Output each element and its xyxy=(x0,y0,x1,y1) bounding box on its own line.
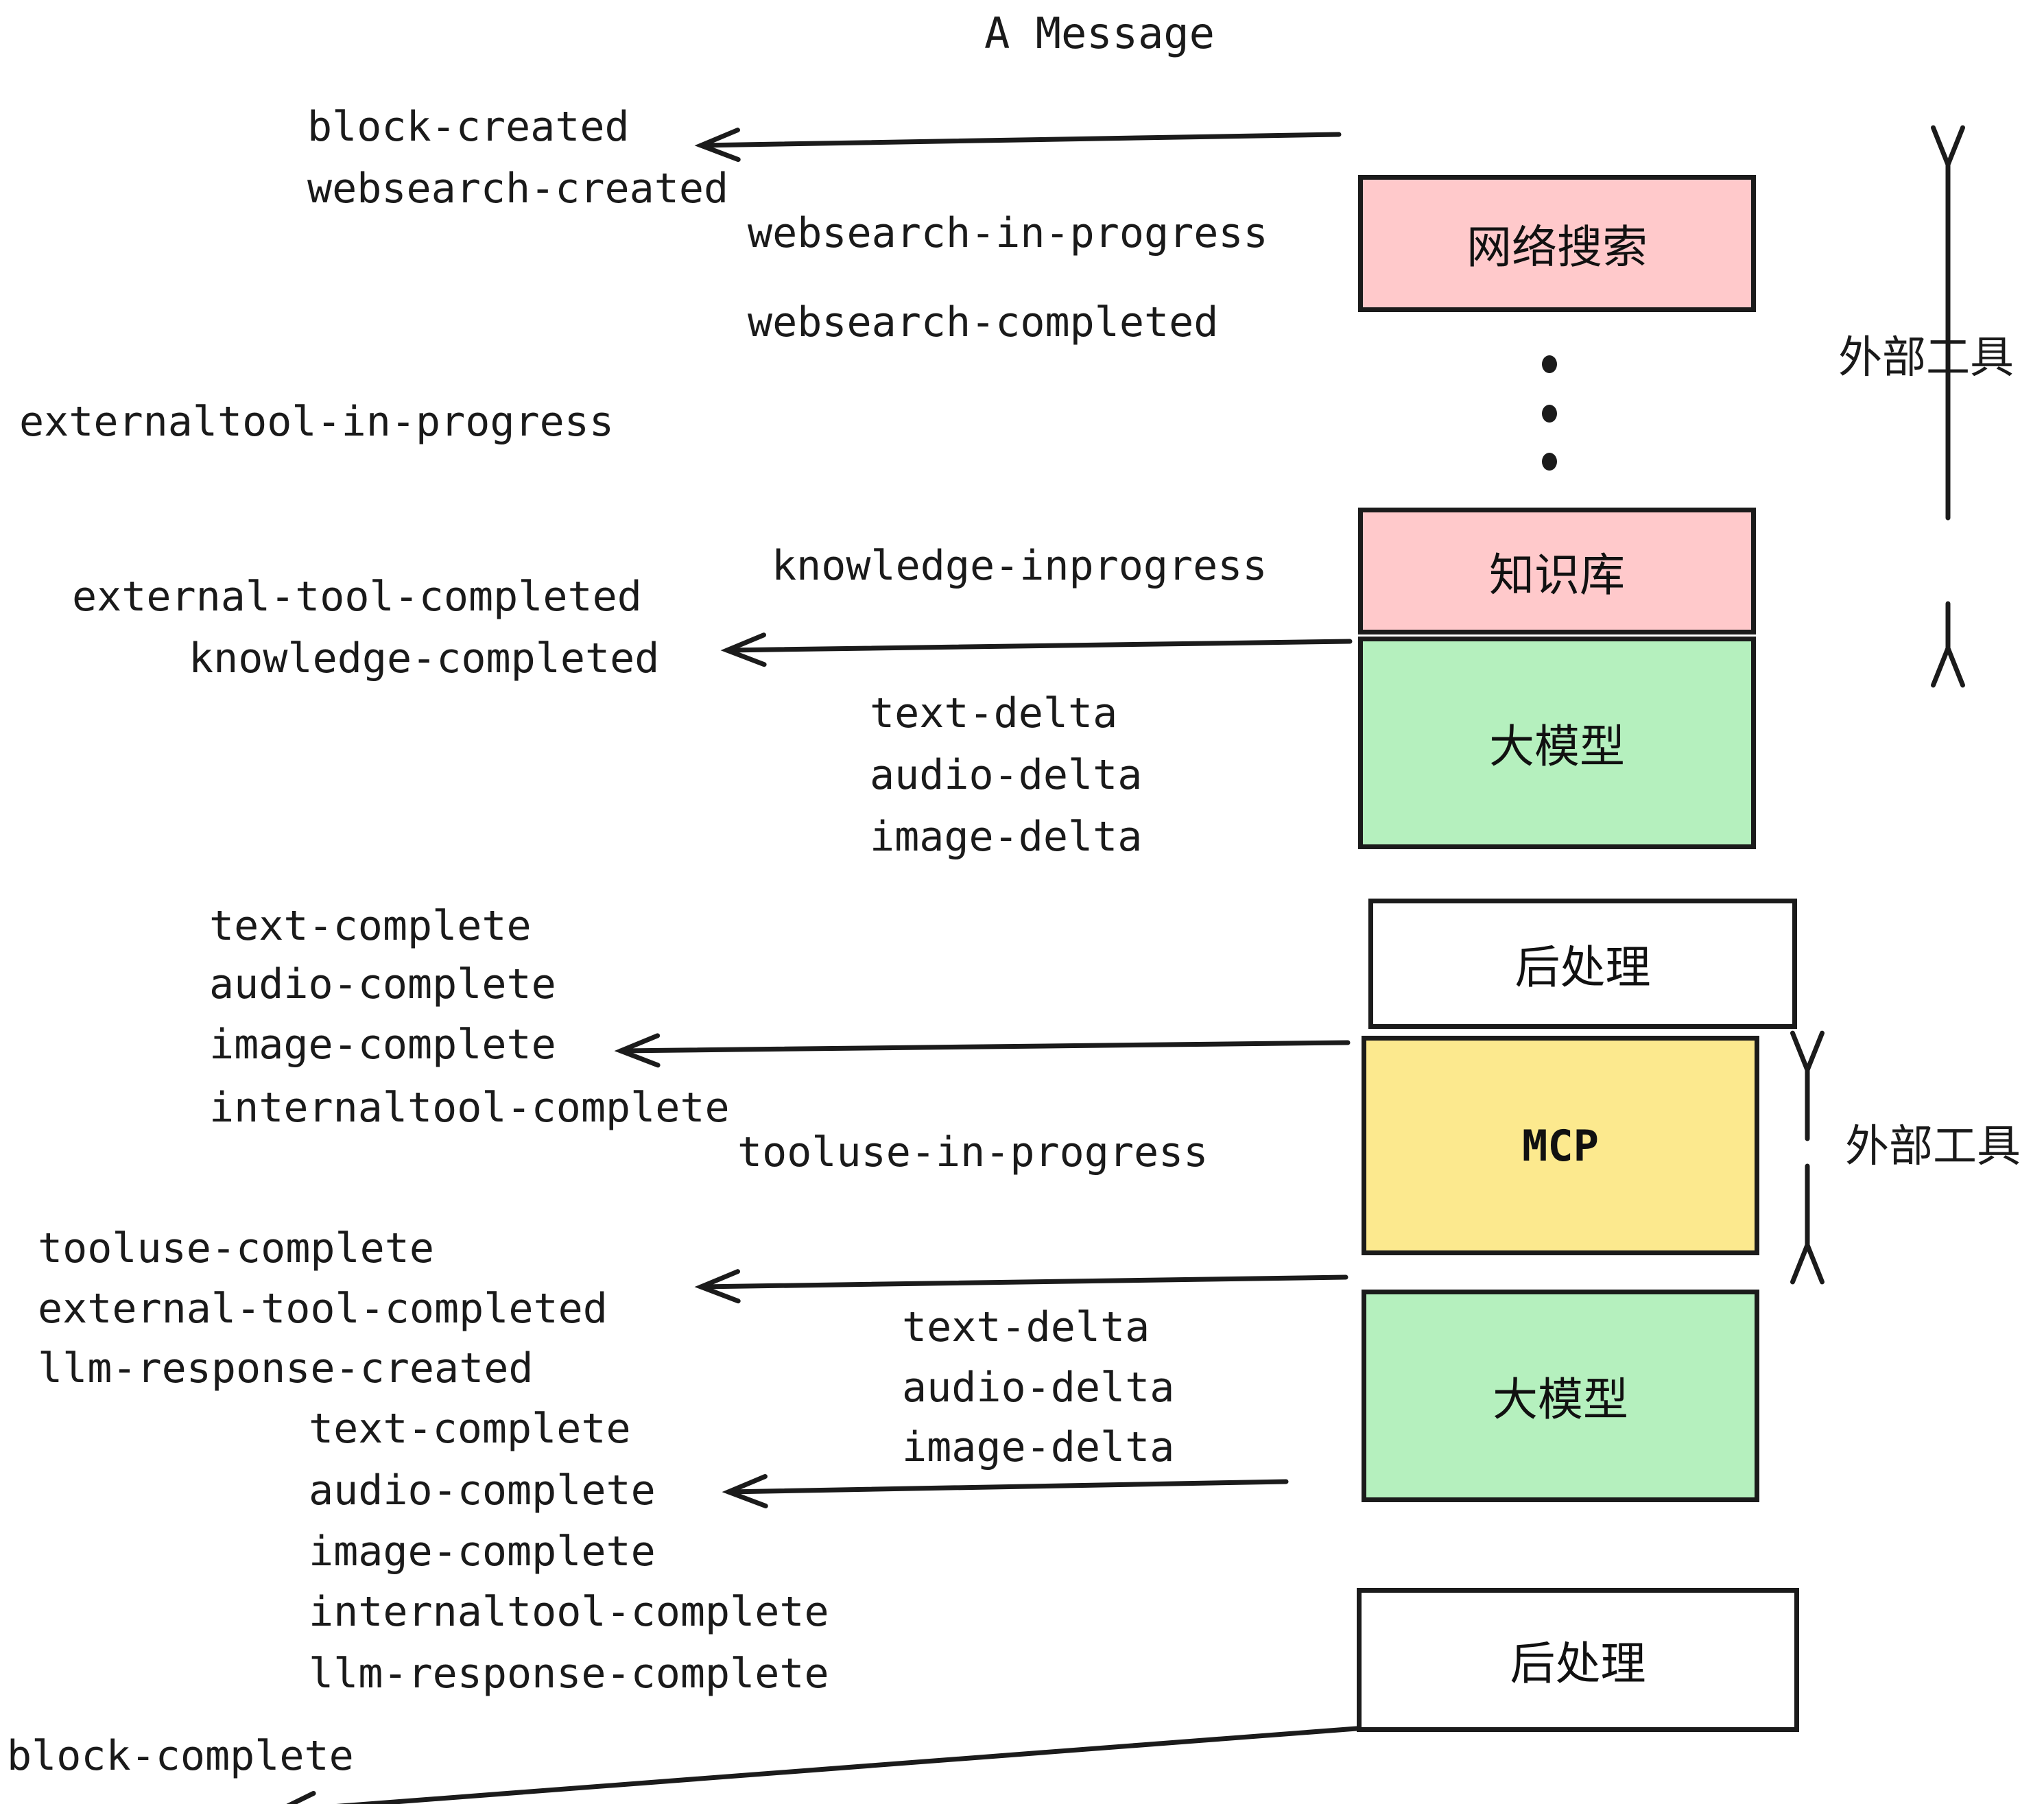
event-label-llm-response-created: llm-response-created xyxy=(38,1344,534,1392)
event-label-websearch-created: websearch-created xyxy=(307,165,729,213)
arrow-tooluse-complete-head xyxy=(694,1269,741,1304)
arrow-knowledge-completed-line xyxy=(724,639,1353,653)
arrow-block-complete-line xyxy=(336,1726,1359,1804)
ellipsis-dot-3 xyxy=(1542,453,1557,471)
event-label-image-delta-lower: image-delta xyxy=(902,1423,1175,1471)
event-label-external-tool-completed-1: external-tool-completed xyxy=(72,573,642,621)
event-label-externaltool-in-progress: externaltool-in-progress xyxy=(19,398,614,446)
arrow-block-complete-head xyxy=(286,1790,316,1804)
arrow-image-complete-head xyxy=(614,1033,661,1068)
ellipsis-dot-2 xyxy=(1542,405,1557,423)
box-llm-lower: 大模型 xyxy=(1362,1290,1759,1502)
arrow-image-complete-line xyxy=(618,1040,1351,1054)
box-label-mcp: MCP xyxy=(1522,1120,1599,1171)
box-mcp: MCP xyxy=(1362,1036,1759,1255)
event-label-image-complete-upper: image-complete xyxy=(209,1021,556,1069)
annotation-external-tools-lower: 外部工具 xyxy=(1845,1121,2021,1172)
box-label-llm-upper: 大模型 xyxy=(1489,720,1625,773)
arrow-audio-complete-line xyxy=(726,1479,1289,1495)
scope-down-upper-head xyxy=(1930,641,1966,688)
event-label-llm-response-complete: llm-response-complete xyxy=(309,1650,829,1698)
arrow-knowledge-completed-head xyxy=(720,632,767,667)
event-label-knowledge-completed: knowledge-completed xyxy=(189,634,660,683)
scope-up-upper-head xyxy=(1930,125,1966,171)
event-label-audio-complete-upper: audio-complete xyxy=(209,960,556,1008)
box-postprocess-upper: 后处理 xyxy=(1368,899,1797,1029)
event-label-audio-delta-lower: audio-delta xyxy=(902,1364,1175,1412)
box-llm-upper: 大模型 xyxy=(1358,637,1756,849)
box-postprocess-lower: 后处理 xyxy=(1357,1588,1799,1732)
event-label-block-created: block-created xyxy=(307,103,630,151)
event-label-block-complete: block-complete xyxy=(7,1732,354,1780)
event-label-text-delta-lower: text-delta xyxy=(902,1303,1150,1351)
event-label-audio-complete-lower: audio-complete xyxy=(309,1467,656,1515)
scope-down-lower-head xyxy=(1790,1238,1825,1285)
event-label-image-delta-upper: image-delta xyxy=(870,813,1143,861)
box-knowledge: 知识库 xyxy=(1358,508,1756,634)
box-websearch: 网络搜索 xyxy=(1358,175,1756,312)
diagram-title: A Message xyxy=(984,8,1215,58)
event-label-internaltool-complete-upper: internaltool-complete xyxy=(209,1084,730,1132)
box-label-postprocess-upper: 后处理 xyxy=(1514,941,1651,994)
event-label-image-complete-lower: image-complete xyxy=(309,1528,656,1576)
event-label-knowledge-inprogress: knowledge-inprogress xyxy=(772,542,1268,590)
arrow-tooluse-complete-line xyxy=(698,1274,1348,1290)
arrow-block-created-line xyxy=(698,132,1342,148)
ellipsis-dot-1 xyxy=(1542,355,1557,373)
arrow-block-created-head xyxy=(694,128,741,163)
event-label-websearch-completed: websearch-completed xyxy=(748,298,1219,346)
event-label-tooluse-complete: tooluse-complete xyxy=(38,1224,434,1272)
scope-up-lower-head xyxy=(1790,1030,1825,1077)
event-label-internaltool-complete-lower: internaltool-complete xyxy=(309,1588,829,1636)
box-label-knowledge: 知识库 xyxy=(1489,548,1625,602)
event-label-external-tool-completed-2: external-tool-completed xyxy=(38,1285,608,1333)
event-label-audio-delta-upper: audio-delta xyxy=(870,751,1143,799)
event-label-text-delta-upper: text-delta xyxy=(870,689,1118,737)
annotation-external-tools-upper: 外部工具 xyxy=(1838,333,2014,383)
arrow-audio-complete-head xyxy=(722,1474,768,1509)
box-label-postprocess-lower: 后处理 xyxy=(1510,1637,1646,1690)
event-label-websearch-in-progress: websearch-in-progress xyxy=(748,209,1268,257)
box-label-websearch: 网络搜索 xyxy=(1466,221,1648,274)
event-label-text-complete-upper: text-complete xyxy=(209,902,532,950)
event-label-tooluse-in-progress: tooluse-in-progress xyxy=(737,1128,1209,1176)
box-label-llm-lower: 大模型 xyxy=(1493,1373,1628,1426)
event-label-text-complete-lower: text-complete xyxy=(309,1405,631,1453)
